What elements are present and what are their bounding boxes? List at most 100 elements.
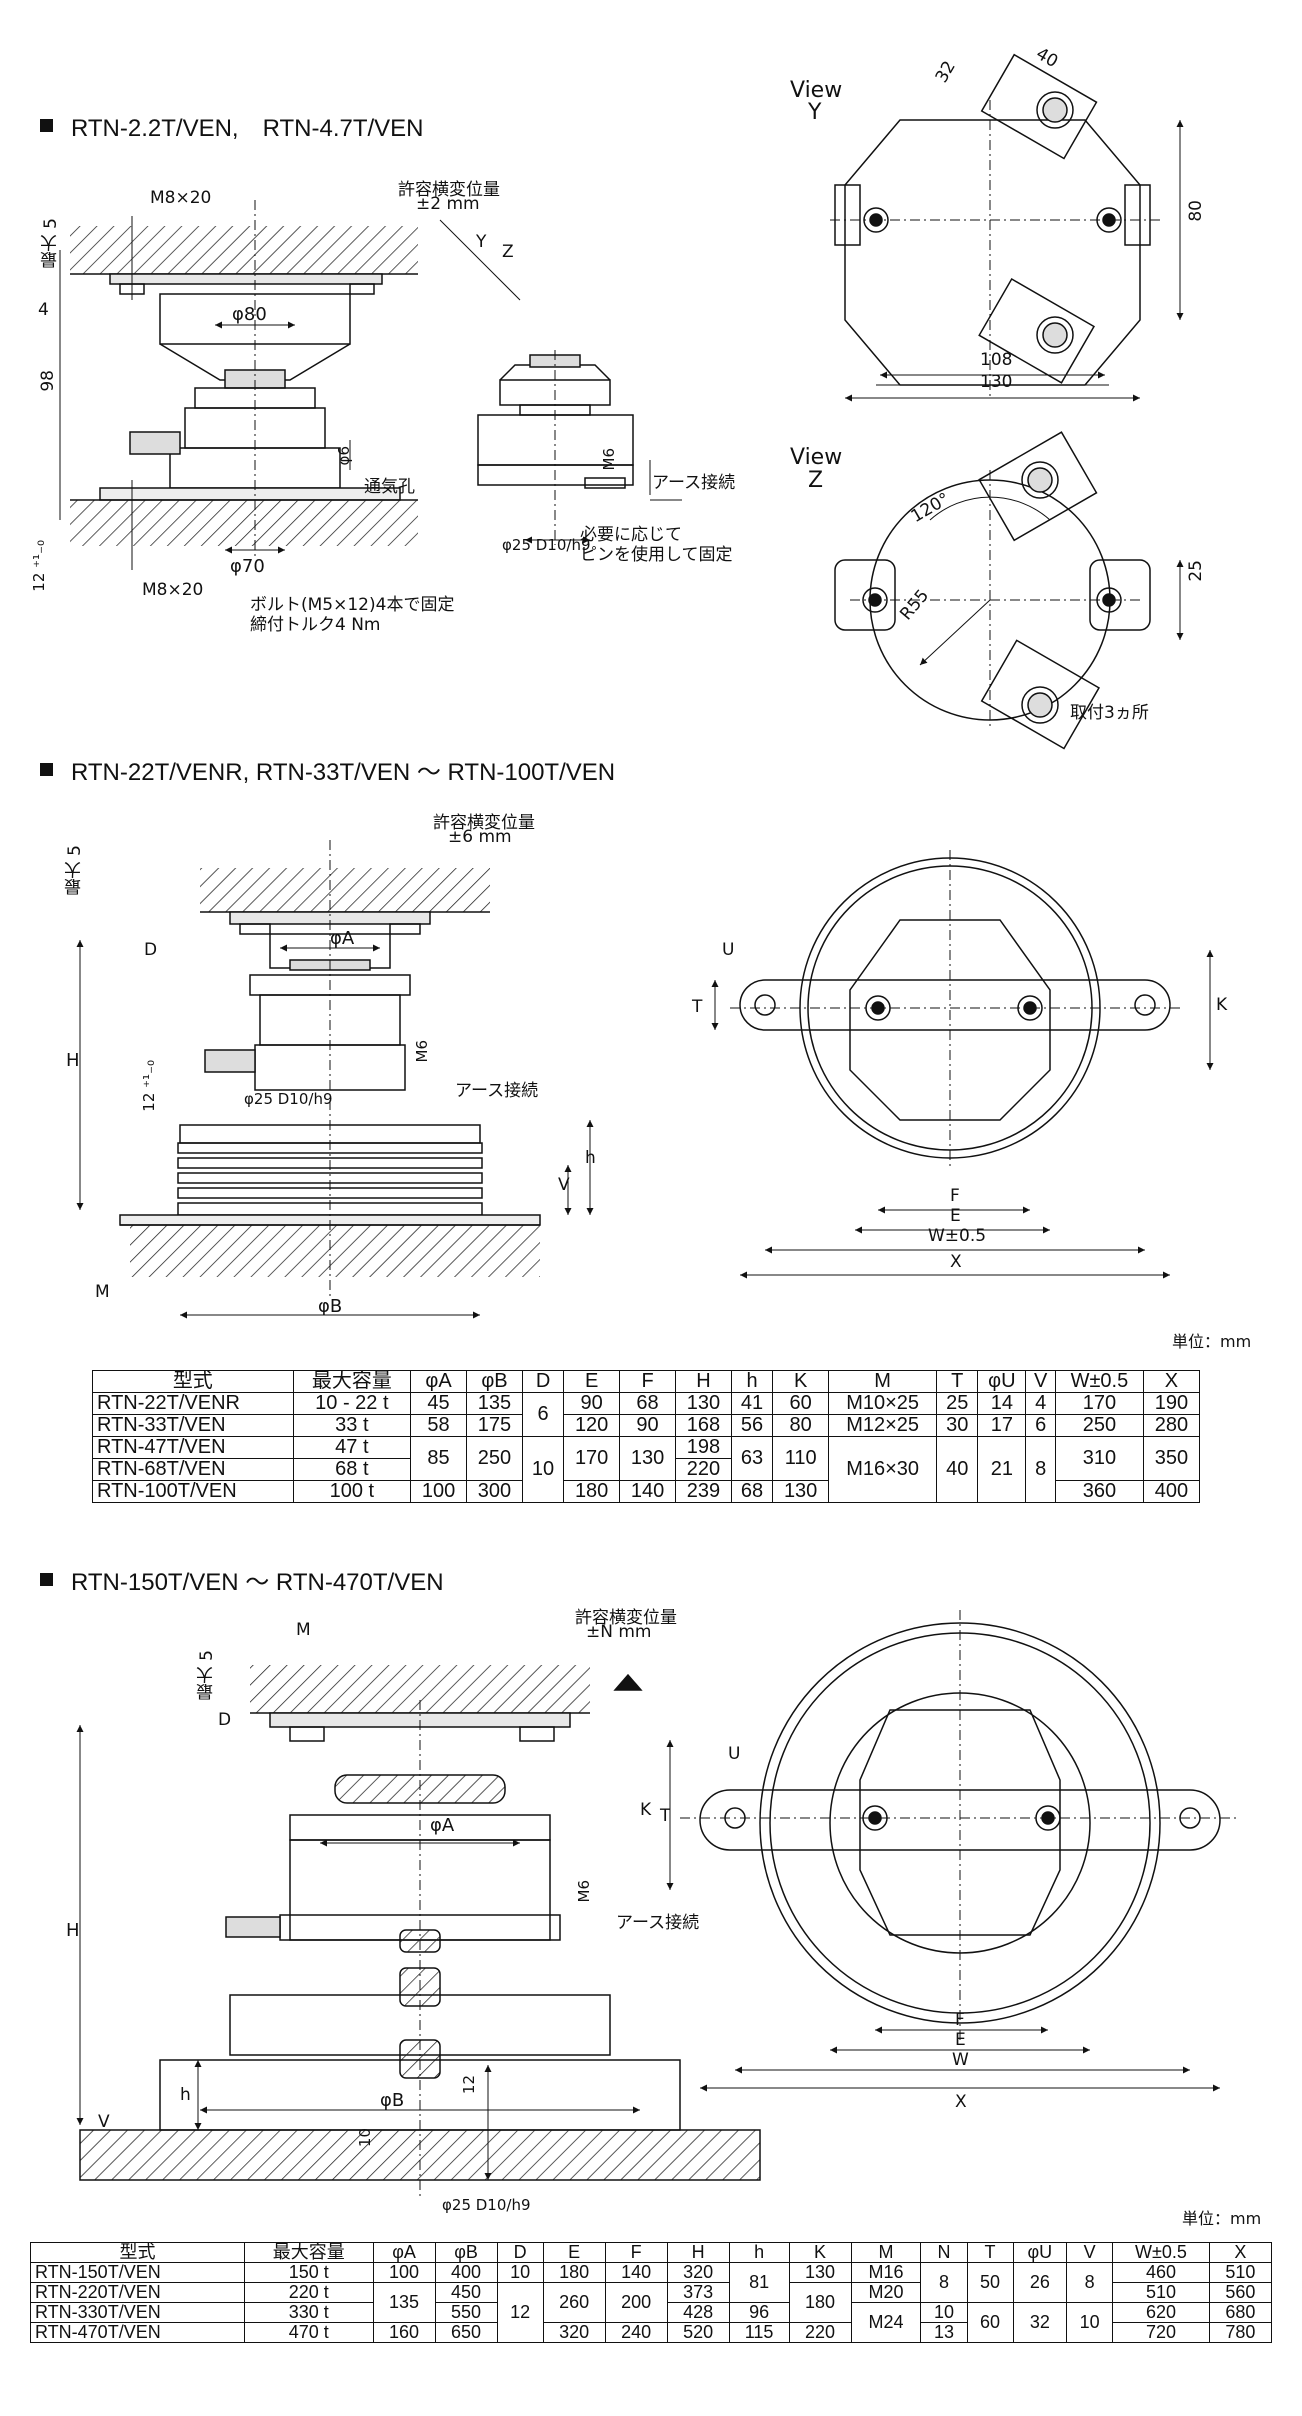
- s2-allow-value: ±6 mm: [448, 827, 512, 847]
- cell-model: RTN-150T/VEN: [30, 2262, 245, 2283]
- s3-phi25-label: φ25 D10/h9: [442, 2196, 531, 2214]
- s1-mount3-label: 取付3ヵ所: [1070, 703, 1149, 723]
- section3-title: RTN-150T/VEN ～ RTN-470T/VEN: [40, 1562, 444, 1597]
- cell-H: 320: [666, 2262, 730, 2283]
- s2-h-label: h: [585, 1148, 596, 1168]
- s1-allow-title: 許容横変位量: [398, 180, 500, 200]
- cell-X: 510: [1208, 2262, 1273, 2283]
- s1-dim25-label: 25: [1186, 560, 1206, 582]
- cell-h: 56: [730, 1414, 774, 1437]
- cell-A: 85: [410, 1436, 468, 1481]
- s2-x-label: X: [950, 1252, 962, 1272]
- s1-phi25-label: φ25 D10/h9: [502, 536, 591, 554]
- cell-cap: 470 t: [243, 2322, 374, 2343]
- s3-th-K: K: [788, 2242, 852, 2263]
- cell-D: 10: [496, 2262, 544, 2283]
- s2-table-header: 型式 最大容量 φA φB D E F H h K M T φU V W±0.5…: [92, 1370, 1201, 1393]
- cell-B: 175: [466, 1414, 523, 1437]
- cell-h: 96: [728, 2302, 790, 2323]
- cell-F: 90: [619, 1414, 677, 1437]
- s1-allow-value: ±2 mm: [416, 194, 480, 214]
- s3-th-B: φB: [434, 2242, 498, 2263]
- cell-K: 220: [788, 2322, 852, 2343]
- s2-phi25-label: φ25 D10/h9: [244, 1090, 333, 1108]
- cell-M: M20: [850, 2282, 922, 2303]
- cell-X: 400: [1142, 1480, 1201, 1503]
- cell-U: 17: [977, 1414, 1027, 1437]
- cell-H: 239: [675, 1480, 732, 1503]
- s3-th-h: h: [728, 2242, 790, 2263]
- cell-H: 520: [666, 2322, 730, 2343]
- s1-m6-label: M6: [600, 448, 618, 471]
- cell-T: 25: [936, 1392, 979, 1415]
- cell-U: 26: [1012, 2262, 1068, 2303]
- cell-cap: 100 t: [292, 1480, 412, 1503]
- s2-th-cap: 最大容量: [292, 1370, 412, 1393]
- cell-B: 650: [434, 2322, 498, 2343]
- s1-earth-label: アース接続: [652, 473, 736, 493]
- s1-dim12-label: 12 ⁺¹₋₀: [30, 540, 48, 592]
- cell-A: 100: [410, 1480, 468, 1503]
- s3-m6-label: M6: [575, 1880, 593, 1903]
- s2-phiB-label: φB: [318, 1296, 343, 1317]
- cell-W: 250: [1054, 1414, 1144, 1437]
- s3-th-T: T: [966, 2242, 1014, 2263]
- s1-dim130-label: 130: [980, 372, 1013, 392]
- s3-th-F: F: [604, 2242, 668, 2263]
- table-row: RTN-47T/VEN 47 t 85 250 10 170 130 198 6…: [92, 1436, 1201, 1503]
- cell-cap: 220 t: [243, 2282, 374, 2303]
- cell-model: RTN-470T/VEN: [30, 2322, 245, 2343]
- s3-H-label: H: [66, 1920, 80, 1941]
- s2-f-label: F: [950, 1186, 960, 1206]
- s1-m8-top-label: M8×20: [150, 188, 212, 208]
- cell-B: 400: [434, 2262, 498, 2283]
- s3-th-A: φA: [372, 2242, 436, 2263]
- cell-K: 130: [788, 2262, 852, 2283]
- s3-u-label: U: [728, 1744, 741, 1764]
- s2-w-label: W±0.5: [928, 1226, 987, 1246]
- s2-th-T: T: [936, 1370, 979, 1393]
- s1-dim108-label: 108: [980, 350, 1013, 370]
- cell-N: 8: [920, 2262, 968, 2303]
- cell-H: 198: [675, 1436, 732, 1459]
- s2-v-label: V: [558, 1175, 570, 1195]
- cell-X: 680: [1208, 2302, 1273, 2323]
- s3-th-V: V: [1066, 2242, 1114, 2263]
- cell-N: 13: [920, 2322, 968, 2343]
- cell-model: RTN-22T/VENR: [92, 1392, 294, 1415]
- section2-title-text: RTN-22T/VENR, RTN-33T/VEN ～ RTN-100T/VEN: [71, 759, 616, 786]
- cell-F: 140: [604, 2262, 668, 2283]
- s3-dim12-label: 12: [460, 2075, 478, 2095]
- s2-th-F: F: [619, 1370, 677, 1393]
- s1-pin-note2: ピンを使用して固定: [580, 545, 733, 565]
- cell-F: 240: [604, 2322, 668, 2343]
- s2-th-A: φA: [410, 1370, 468, 1393]
- cell-F: 140: [619, 1480, 677, 1503]
- cell-cap: 47 t: [292, 1436, 412, 1459]
- cell-model: RTN-220T/VEN: [30, 2282, 245, 2303]
- cell-cap: 10 - 22 t: [292, 1392, 412, 1415]
- cell-h: 63: [730, 1436, 774, 1481]
- cell-V: 10: [1066, 2302, 1114, 2343]
- cell-W: 170: [1054, 1392, 1144, 1415]
- s1-vent-label: 通気孔: [364, 477, 415, 497]
- cell-h: 115: [728, 2322, 790, 2343]
- s3-h-label: h: [180, 2085, 191, 2105]
- cell-M: M16: [850, 2262, 922, 2283]
- cell-cap: 150 t: [243, 2262, 374, 2283]
- s2-th-M: M: [828, 1370, 938, 1393]
- cell-B: 450: [434, 2282, 498, 2303]
- cell-K: 60: [772, 1392, 830, 1415]
- cell-model: RTN-68T/VEN: [92, 1458, 294, 1481]
- s3-th-cap: 最大容量: [243, 2242, 374, 2263]
- s3-table-header: 型式 最大容量 φA φB D E F H h K M N T φU V W±0…: [30, 2242, 1273, 2263]
- cell-F: 200: [604, 2282, 668, 2323]
- section3-title-text: RTN-150T/VEN ～ RTN-470T/VEN: [71, 1569, 444, 1596]
- table-row: RTN-22T/VENR 10 - 22 t 45 135 6 90 68 13…: [92, 1392, 1201, 1437]
- s1-side-view-2: [477, 350, 682, 545]
- cell-E: 170: [563, 1436, 621, 1481]
- cell-T: 30: [936, 1414, 979, 1437]
- s2-earth-label: アース接続: [455, 1081, 539, 1101]
- cell-E: 180: [542, 2262, 606, 2283]
